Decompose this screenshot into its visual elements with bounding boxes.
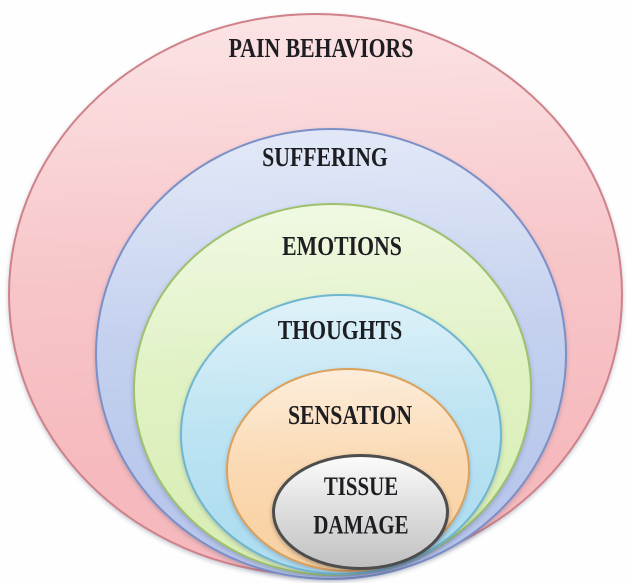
label-pain-behaviors: PAIN BEHAVIORS	[228, 33, 414, 64]
label-sensation: SENSATION	[287, 400, 413, 431]
ring-tissue-damage	[272, 454, 449, 570]
label-suffering: SUFFERING	[262, 142, 388, 173]
label-thoughts: THOUGHTS	[277, 315, 403, 346]
label-tissue-damage: TISSUE DAMAGE	[313, 472, 409, 540]
label-emotions: EMOTIONS	[282, 231, 402, 262]
